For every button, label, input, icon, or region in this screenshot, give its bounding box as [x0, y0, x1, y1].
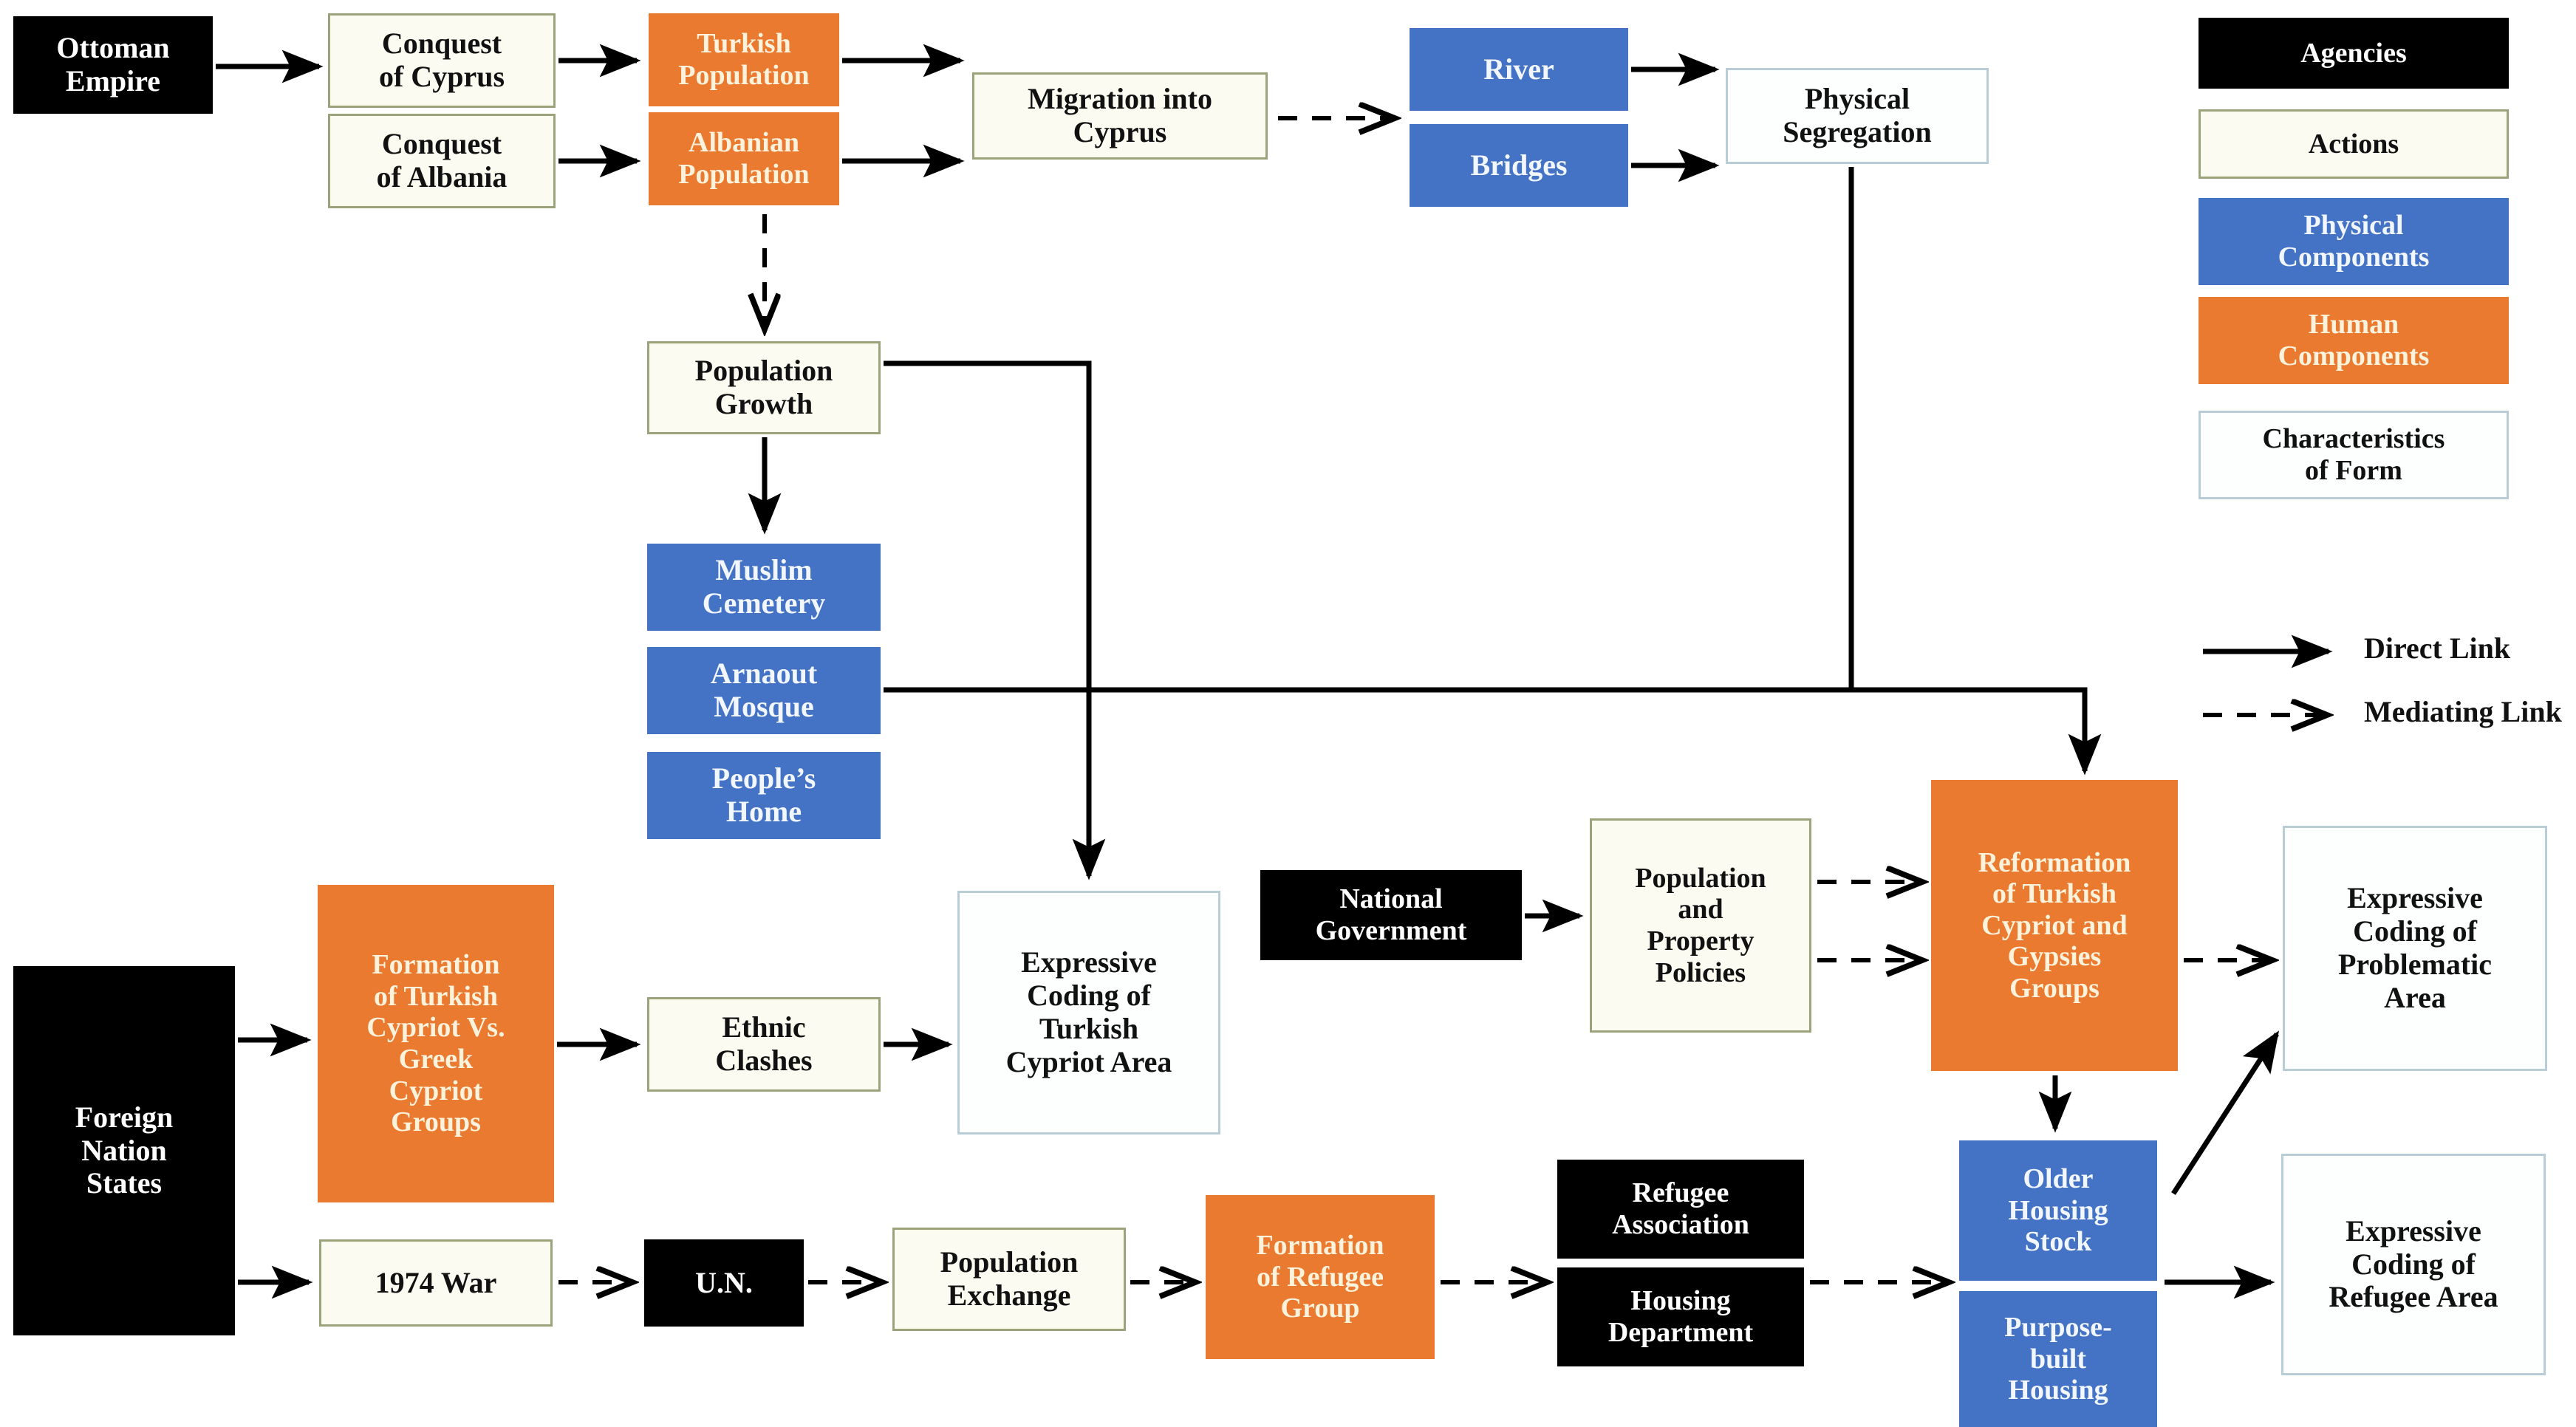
- node-ec-turkish-cypriot[interactable]: Expressive Coding of Turkish Cypriot Are…: [957, 891, 1220, 1135]
- node-ec-problematic-area[interactable]: Expressive Coding of Problematic Area: [2283, 826, 2547, 1071]
- node-un[interactable]: U.N.: [644, 1239, 804, 1327]
- node-arnaout-mosque[interactable]: Arnaout Mosque: [647, 647, 881, 734]
- node-albanian-population[interactable]: Albanian Population: [649, 112, 839, 205]
- edge-mosque-to-reformation: [884, 687, 2102, 776]
- node-war-1974[interactable]: 1974 War: [319, 1239, 553, 1327]
- node-bridges[interactable]: Bridges: [1410, 124, 1628, 207]
- node-turkish-population[interactable]: Turkish Population: [649, 13, 839, 106]
- node-housing-department[interactable]: Housing Department: [1557, 1267, 1804, 1366]
- node-conquest-albania[interactable]: Conquest of Albania: [328, 114, 556, 208]
- node-physical-segregation[interactable]: Physical Segregation: [1726, 68, 1989, 164]
- node-ottoman-empire[interactable]: Ottoman Empire: [13, 16, 213, 114]
- node-peoples-home[interactable]: People’s Home: [647, 752, 881, 839]
- edge-housing-to-ec-problematic: [2171, 1030, 2280, 1195]
- legend-mediating-link-label: Mediating Link: [2364, 695, 2562, 728]
- node-river[interactable]: River: [1410, 28, 1628, 111]
- legend-direct-link-label: Direct Link: [2364, 632, 2511, 665]
- legend-item-legend-charform[interactable]: Characteristics of Form: [2199, 411, 2509, 499]
- node-foreign-nation-states[interactable]: Foreign Nation States: [13, 966, 235, 1335]
- node-population-property[interactable]: Population and Property Policies: [1590, 818, 1811, 1033]
- legend-item-legend-physical[interactable]: Physical Components: [2199, 198, 2509, 285]
- legend-item-legend-agencies[interactable]: Agencies: [2199, 18, 2509, 89]
- legend-item-legend-actions[interactable]: Actions: [2199, 109, 2509, 179]
- node-ethnic-clashes[interactable]: Ethnic Clashes: [647, 997, 881, 1092]
- node-reformation-groups[interactable]: Reformation of Turkish Cypriot and Gypsi…: [1931, 780, 2178, 1071]
- node-ec-refugee-area[interactable]: Expressive Coding of Refugee Area: [2281, 1154, 2546, 1375]
- node-population-growth[interactable]: Population Growth: [647, 341, 881, 434]
- node-formation-refugee[interactable]: Formation of Refugee Group: [1206, 1195, 1435, 1359]
- node-purpose-built-housing[interactable]: Purpose- built Housing: [1959, 1291, 2157, 1427]
- node-muslim-cemetery[interactable]: Muslim Cemetery: [647, 544, 881, 631]
- node-older-housing-stock[interactable]: Older Housing Stock: [1959, 1140, 2157, 1281]
- node-population-exchange[interactable]: Population Exchange: [892, 1228, 1126, 1331]
- edge-popgrowth-to-ec-turkish: [884, 360, 1106, 880]
- node-refugee-association[interactable]: Refugee Association: [1557, 1160, 1804, 1259]
- node-migration-into-cyprus[interactable]: Migration into Cyprus: [972, 72, 1268, 160]
- node-formation-tc-vs-gc[interactable]: Formation of Turkish Cypriot Vs. Greek C…: [318, 885, 554, 1202]
- node-conquest-cyprus[interactable]: Conquest of Cyprus: [328, 13, 556, 108]
- node-national-government[interactable]: National Government: [1260, 870, 1522, 960]
- legend-item-legend-human[interactable]: Human Components: [2199, 297, 2509, 384]
